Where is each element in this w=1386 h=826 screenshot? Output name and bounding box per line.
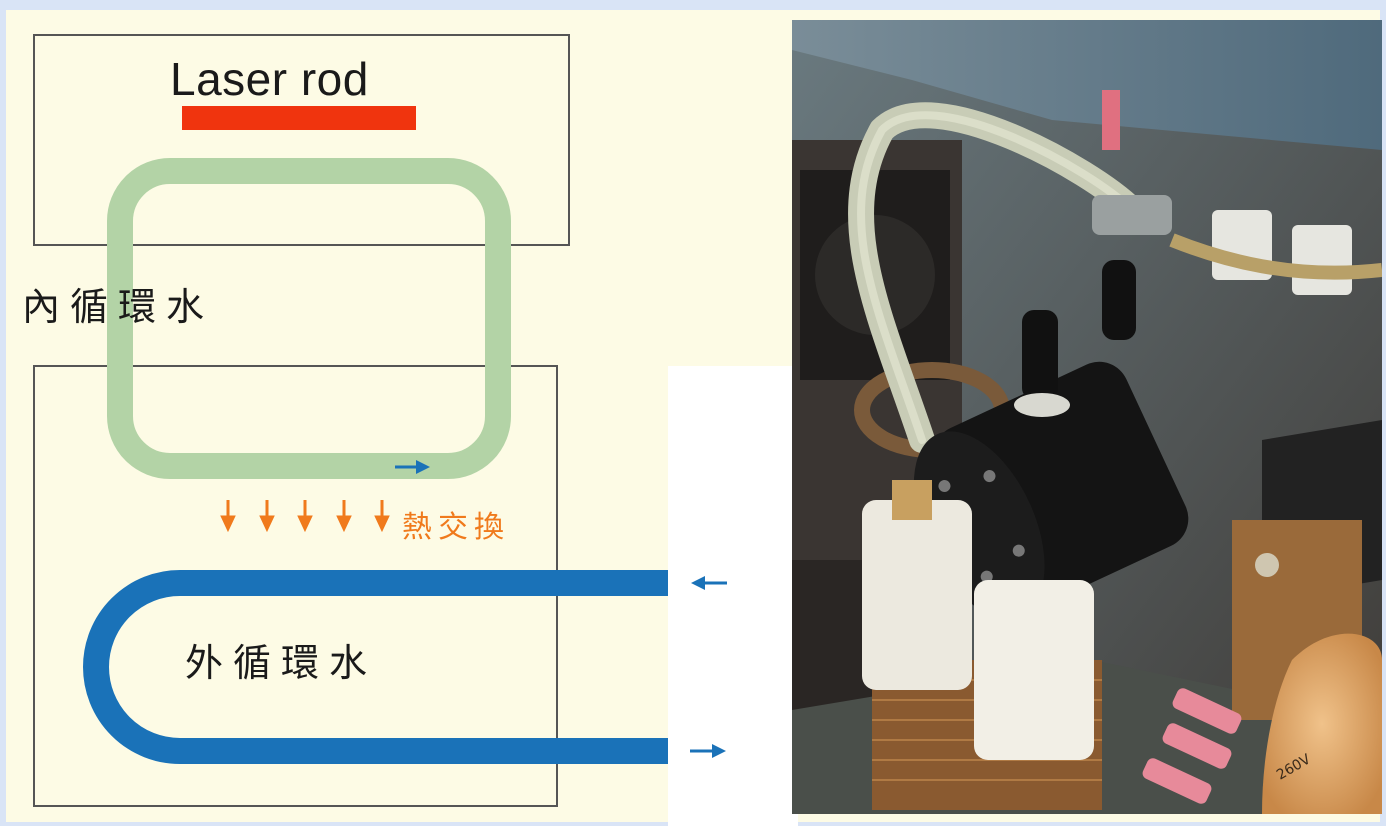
heat-arrow — [336, 500, 352, 533]
outer-loop-label: 外循環水 — [185, 641, 378, 685]
photo-margin — [668, 366, 798, 826]
laser-head-box — [33, 34, 570, 246]
outer-loop-pipe — [83, 570, 668, 764]
heat-exchange-label: 熱交換 — [402, 510, 510, 545]
heat-arrow — [259, 500, 275, 533]
outlet-arrow — [690, 744, 726, 758]
chiller-plumbing-photo: 260V — [792, 20, 1382, 814]
heat-arrow — [297, 500, 313, 533]
heat-arrow — [374, 500, 390, 533]
inlet-arrow — [691, 576, 727, 590]
inner-flow-arrow — [395, 460, 430, 474]
inner-loop-pipe — [107, 158, 511, 479]
laser-rod — [182, 106, 416, 130]
heat-arrow — [220, 500, 236, 533]
laser-rod-label: Laser rod — [170, 53, 369, 105]
photo-illustration: 260V — [792, 20, 1382, 814]
heat-arrows — [220, 500, 390, 533]
inner-loop-label: 內循環水 — [22, 285, 215, 329]
